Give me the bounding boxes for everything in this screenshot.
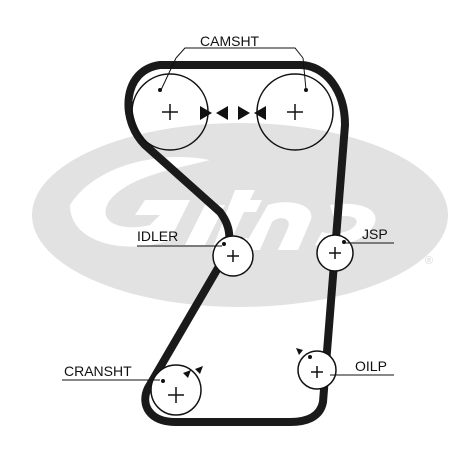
triangle-marker-icon [238,106,250,120]
triangle-marker-icon [216,106,228,120]
plus-icon [162,104,178,120]
pulley-dot-icon [222,242,226,246]
pulley-dot-icon [308,355,312,359]
plus-icon [227,250,239,262]
pulley-dot-icon [161,379,165,383]
gates-logo-watermark: ® [32,123,448,307]
plus-icon [168,387,184,403]
oil-pump-pulley: OILP [296,348,394,390]
triangle-marker-icon [183,370,191,378]
timing-belt [124,61,349,426]
camshaft-label: CAMSHT [200,33,260,49]
registered-mark: ® [425,255,433,267]
oil-pump-label: OILP [355,358,387,374]
jsp-label: JSP [362,226,388,242]
plus-icon [329,247,341,259]
triangle-marker-icon [200,106,212,120]
idler-label: IDLER [137,228,178,244]
camshaft-label-group: CAMSHT [160,33,307,91]
triangle-marker-icon [195,366,203,374]
plus-icon [287,104,303,120]
plus-icon [311,366,323,378]
triangle-marker-icon [296,348,303,355]
idler-pulley: IDLER [137,228,254,277]
jsp-pulley: JSP [316,226,394,272]
triangle-marker-icon [254,106,266,120]
camshaft-timing-marks [200,106,266,120]
crankshaft-label: CRANSHT [64,363,132,379]
crankshaft-pulley: CRANSHT [62,363,203,416]
